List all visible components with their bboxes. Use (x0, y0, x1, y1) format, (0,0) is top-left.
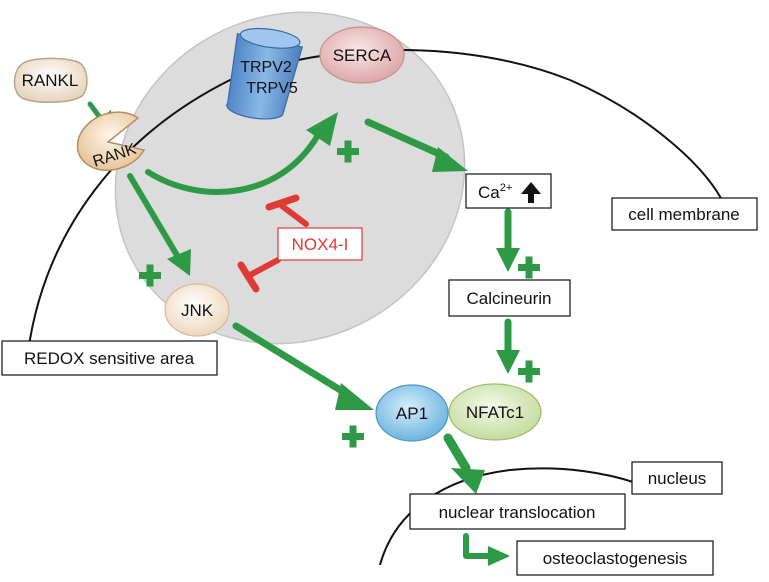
serca-label: SERCA (333, 46, 392, 65)
arrow-ca-to-calcineurin-head (496, 248, 520, 272)
arrow-to-osteoclastogenesis (463, 533, 493, 559)
nfatc1-label: NFATc1 (466, 403, 524, 422)
arrow-rank-to-serca-head (306, 112, 338, 146)
trpv-channel: TRPV2 TRPV5 (226, 27, 304, 120)
cell-membrane-label: cell membrane (628, 205, 740, 224)
svg-text:Ca2+: Ca2+ (478, 182, 512, 202)
rankl-label: RANKL (22, 71, 79, 90)
rankl-node: RANKL (13, 57, 88, 103)
arrow-to-nuclear-translocation-head (451, 468, 485, 494)
cell-membrane-box: cell membrane (611, 197, 758, 231)
nucleus-membrane-line (379, 467, 651, 566)
calcineurin-label: Calcineurin (466, 289, 551, 308)
arrow-serca-to-ca (364, 118, 450, 161)
nuclear-translocation-box: nuclear translocation (409, 493, 626, 530)
calcineurin-box: Calcineurin (448, 279, 571, 317)
arrow-to-osteoclastogenesis-head (488, 546, 510, 566)
nfatc1-node: NFATc1 (448, 383, 542, 441)
arrow-up-icon (521, 182, 541, 203)
activation-plus-icon (518, 256, 540, 279)
osteoclastogenesis-label: osteoclastogenesis (543, 549, 688, 568)
inhibition-bars (237, 194, 309, 293)
osteoclastogenesis-box: osteoclastogenesis (516, 540, 714, 576)
trpv5-label: TRPV5 (246, 80, 298, 97)
arrow-serca-to-ca-head (432, 147, 468, 172)
arrow-jnk-to-ap1-head (335, 383, 374, 410)
nox4-label: NOX4-I (292, 235, 349, 254)
serca-node: SERCA (319, 26, 405, 84)
jnk-node: JNK (164, 283, 230, 337)
ap1-node: AP1 (375, 384, 449, 442)
nucleus-box: nucleus (631, 461, 723, 495)
arrow-rank-to-serca (145, 132, 321, 195)
inhibition-bar-icon (237, 257, 281, 293)
arrow-rank-to-jnk-head (167, 249, 191, 276)
calcium-box: Ca2+ (465, 173, 552, 209)
activation-plus-icons (139, 140, 540, 448)
activation-plus-icon (139, 264, 161, 287)
activation-plus-icon (337, 140, 359, 163)
nuclear-translocation-label: nuclear translocation (439, 503, 596, 522)
nox4-box: NOX4-I (277, 227, 363, 261)
activation-plus-icon (342, 425, 364, 448)
inhibition-bar-icon (265, 194, 309, 227)
redox-label: REDOX sensitive area (24, 349, 195, 368)
ap1-label: AP1 (396, 404, 428, 423)
arrow-calcineurin-to-nfatc1-head (496, 350, 520, 374)
jnk-label: JNK (181, 301, 214, 320)
activation-arrows (87, 101, 520, 566)
calcium-label: Ca (478, 183, 500, 202)
trpv2-label: TRPV2 (240, 59, 292, 76)
arrow-to-nuclear-translocation (443, 433, 471, 473)
nucleus-label: nucleus (648, 469, 707, 488)
arrow-jnk-to-ap1 (232, 322, 354, 400)
calcium-charge: 2+ (500, 182, 513, 194)
redox-box: REDOX sensitive area (1, 340, 218, 376)
activation-plus-icon (518, 360, 540, 383)
arrow-rank-to-jnk (127, 173, 181, 260)
